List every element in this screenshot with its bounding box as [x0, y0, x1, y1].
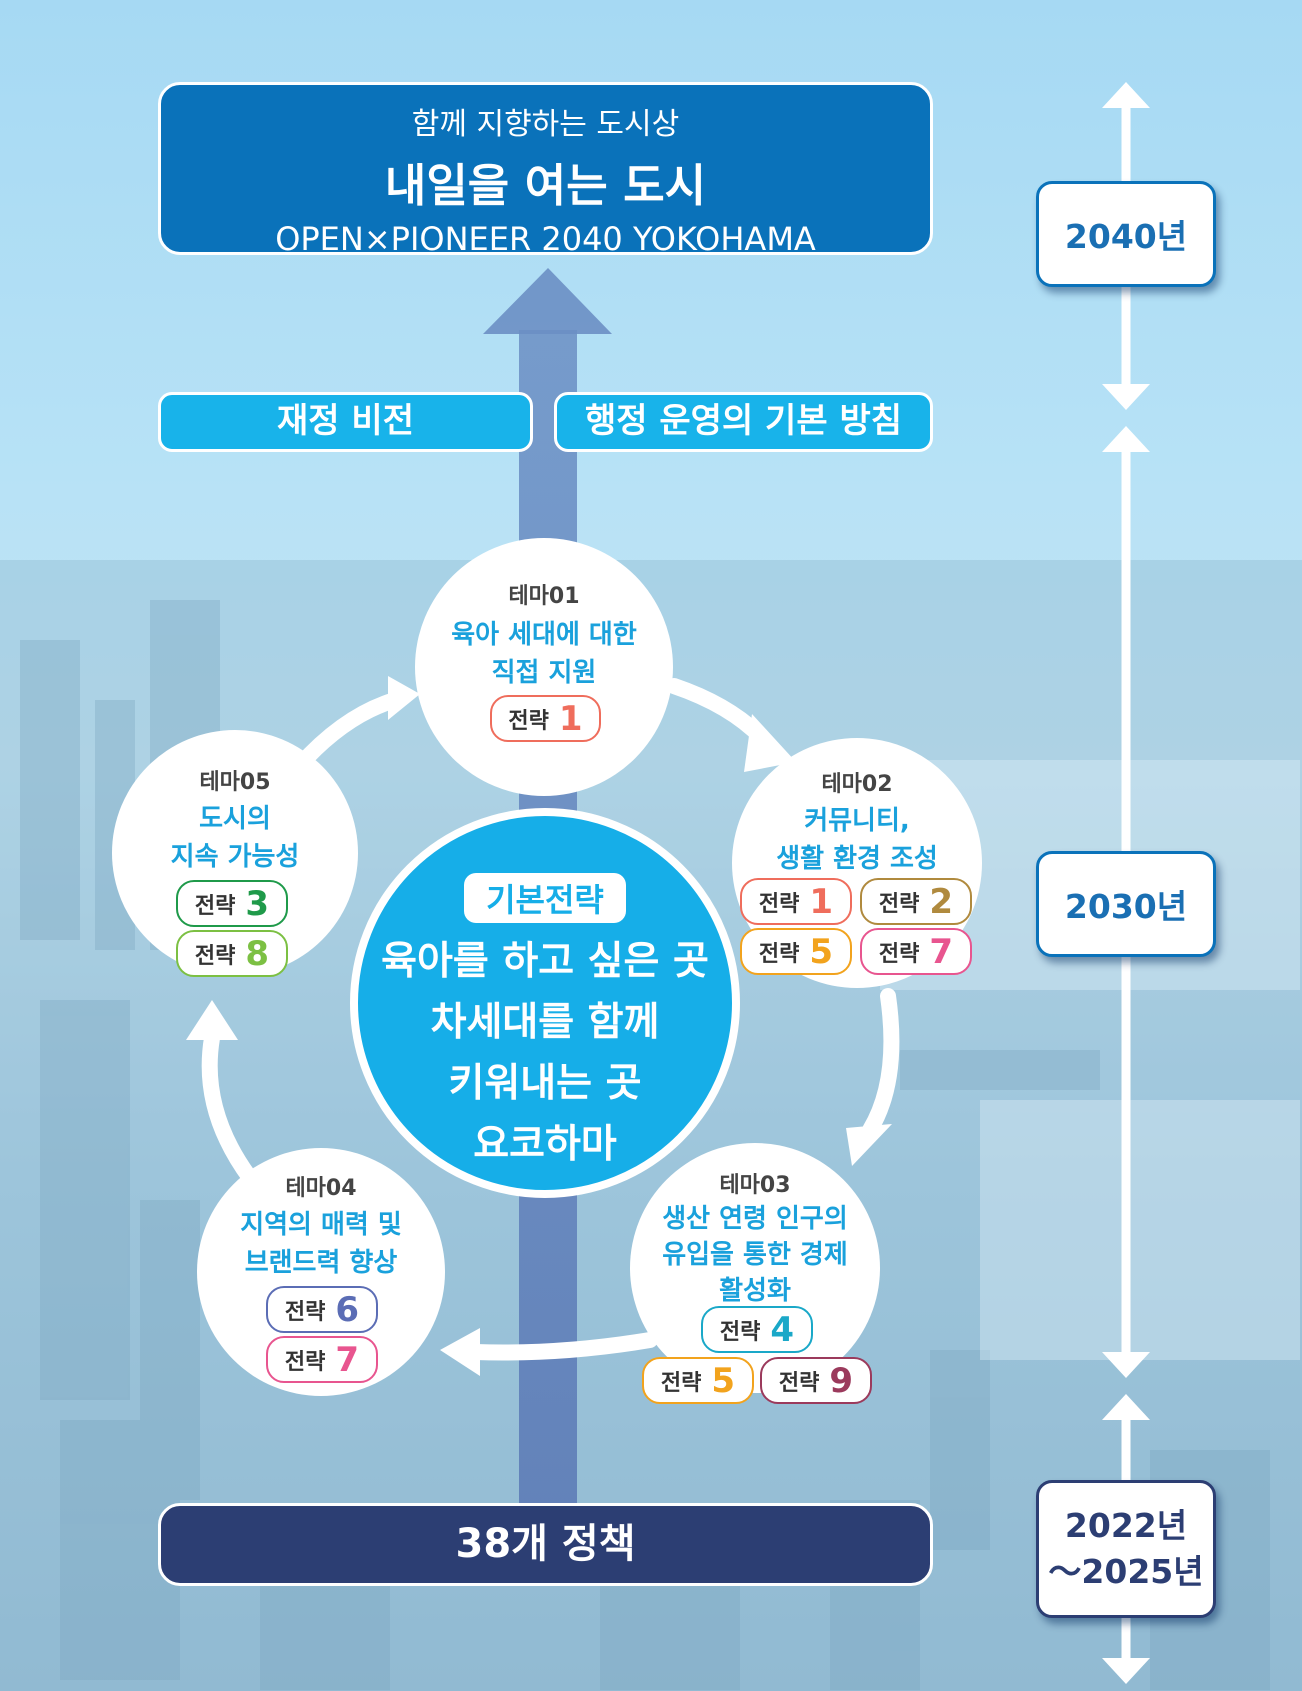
strategy-number: 5 [809, 931, 834, 972]
theme-02-strategy-2: 전략 2 [860, 878, 972, 925]
policies-bar: 38개 정책 [158, 1503, 933, 1586]
theme-04-circle: 테마04 지역의 매력 및 브랜드력 향상 [197, 1148, 445, 1396]
theme-03-strategy-5: 전략 5 [642, 1357, 754, 1404]
strategy-label: 전략 [758, 941, 800, 967]
theme-03-title-line: 활성화 [719, 1276, 791, 1306]
theme-02-title: 커뮤니티, 생활 환경 조성 [732, 802, 982, 878]
year-2030-label: 2030년 [1064, 887, 1188, 926]
basic-strategy-text: 육아를 하고 싶은 곳 차세대를 함께 키워내는 곳 요코하마 [358, 931, 732, 1175]
strategy-label: 전략 [284, 1299, 326, 1325]
theme-04-title-line: 지역의 매력 및 [240, 1210, 402, 1240]
theme-02-title-line: 커뮤니티, [804, 806, 910, 836]
theme-03-strategy-9: 전략 9 [760, 1357, 872, 1404]
theme-03-title-line: 생산 연령 인구의 [662, 1204, 848, 1234]
vision-subtitle: 함께 지향하는 도시상 [411, 107, 680, 142]
theme-02-number: 테마02 [821, 772, 893, 797]
theme-03-title-line: 유입을 통한 경제 [662, 1240, 848, 1270]
theme-05-title: 도시의 지속 가능성 [112, 800, 358, 876]
strategy-number: 7 [335, 1339, 360, 1380]
theme-05-title-line: 지속 가능성 [170, 842, 300, 872]
strategy-label: 전략 [284, 1349, 326, 1375]
strategy-number: 7 [929, 931, 954, 972]
cycle-arrowheads [186, 676, 892, 1376]
strategy-label: 전략 [508, 708, 549, 734]
theme-01-number: 테마01 [508, 584, 580, 609]
theme-01-title-line: 직접 지원 [491, 658, 597, 688]
theme-02-strategy-7: 전략 7 [860, 928, 972, 975]
year-range-start: 2022년 [1064, 1506, 1188, 1545]
strategy-label: 전략 [878, 891, 920, 917]
strategy-number: 8 [245, 933, 270, 974]
strategy-number: 3 [245, 883, 270, 924]
admin-policy-label: 행정 운영의 기본 방침 [554, 392, 933, 452]
theme-05-title-line: 도시의 [199, 804, 271, 834]
theme-01-circle: 테마01 육아 세대에 대한 직접 지원 [415, 538, 673, 796]
theme-04-number: 테마04 [285, 1176, 357, 1201]
theme-04-title: 지역의 매력 및 브랜드력 향상 [197, 1206, 445, 1282]
strategy-label: 전략 [719, 1319, 761, 1345]
basic-strategy-line: 요코하마 [473, 1122, 617, 1167]
theme-02-title-line: 생활 환경 조성 [776, 844, 938, 874]
year-2040-label: 2040년 [1064, 217, 1188, 256]
strategy-number: 9 [829, 1360, 854, 1401]
year-2030-box: 2030년 [1036, 851, 1216, 957]
theme-02-strategy-1: 전략 1 [740, 878, 852, 925]
theme-01-title-line: 육아 세대에 대한 [451, 620, 637, 650]
vision-box: 함께 지향하는 도시상 내일을 여는 도시 OPEN×PIONEER 2040 … [158, 82, 933, 258]
theme-05-number: 테마05 [199, 770, 271, 795]
financial-vision-label: 재정 비전 [158, 392, 533, 452]
cycle-arrows [201, 678, 900, 1361]
vision-title: 내일을 여는 도시 [384, 159, 707, 212]
strategy-number: 5 [711, 1360, 736, 1401]
strategy-label: 전략 [878, 941, 920, 967]
theme-01-strategy-1: 전략 1 [490, 695, 601, 742]
strategy-number: 2 [929, 881, 954, 922]
theme-02-strategy-5: 전략 5 [740, 928, 852, 975]
basic-strategy-badge: 기본전략 [464, 873, 626, 923]
strategy-label: 전략 [778, 1370, 820, 1396]
theme-01-title: 육아 세대에 대한 직접 지원 [415, 616, 673, 692]
vision-english-title: OPEN×PIONEER 2040 YOKOHAMA [275, 220, 816, 258]
strategy-label: 전략 [194, 943, 236, 969]
theme-05-strategy-3: 전략 3 [176, 880, 288, 927]
basic-strategy-line: 차세대를 함께 [430, 1000, 660, 1045]
year-range-end: ～2025년 [1048, 1552, 1204, 1591]
theme-05-strategy-8: 전략 8 [176, 930, 288, 977]
strategy-label: 전략 [758, 891, 800, 917]
strategy-label: 전략 [660, 1370, 702, 1396]
theme-04-strategy-7: 전략 7 [266, 1336, 378, 1383]
strategy-number: 1 [558, 698, 583, 739]
strategy-number: 6 [335, 1289, 360, 1330]
strategy-label: 전략 [194, 893, 236, 919]
theme-04-title-line: 브랜드력 향상 [244, 1248, 398, 1278]
year-range-box: 2022년 ～2025년 [1036, 1480, 1216, 1618]
basic-strategy-line: 육아를 하고 싶은 곳 [381, 939, 709, 984]
theme-04-strategy-6: 전략 6 [266, 1286, 378, 1333]
theme-03-strategy-4: 전략 4 [701, 1306, 813, 1353]
year-2040-box: 2040년 [1036, 181, 1216, 287]
strategy-number: 1 [809, 881, 834, 922]
theme-03-title: 생산 연령 인구의 유입을 통한 경제 활성화 [630, 1201, 880, 1309]
strategy-number: 4 [770, 1309, 795, 1350]
basic-strategy-line: 키워내는 곳 [448, 1061, 642, 1106]
theme-03-number: 테마03 [719, 1173, 791, 1198]
theme-03-circle: 테마03 생산 연령 인구의 유입을 통한 경제 활성화 [630, 1143, 880, 1393]
basic-strategy-circle: 기본전략 육아를 하고 싶은 곳 차세대를 함께 키워내는 곳 요코하마 [350, 808, 740, 1198]
